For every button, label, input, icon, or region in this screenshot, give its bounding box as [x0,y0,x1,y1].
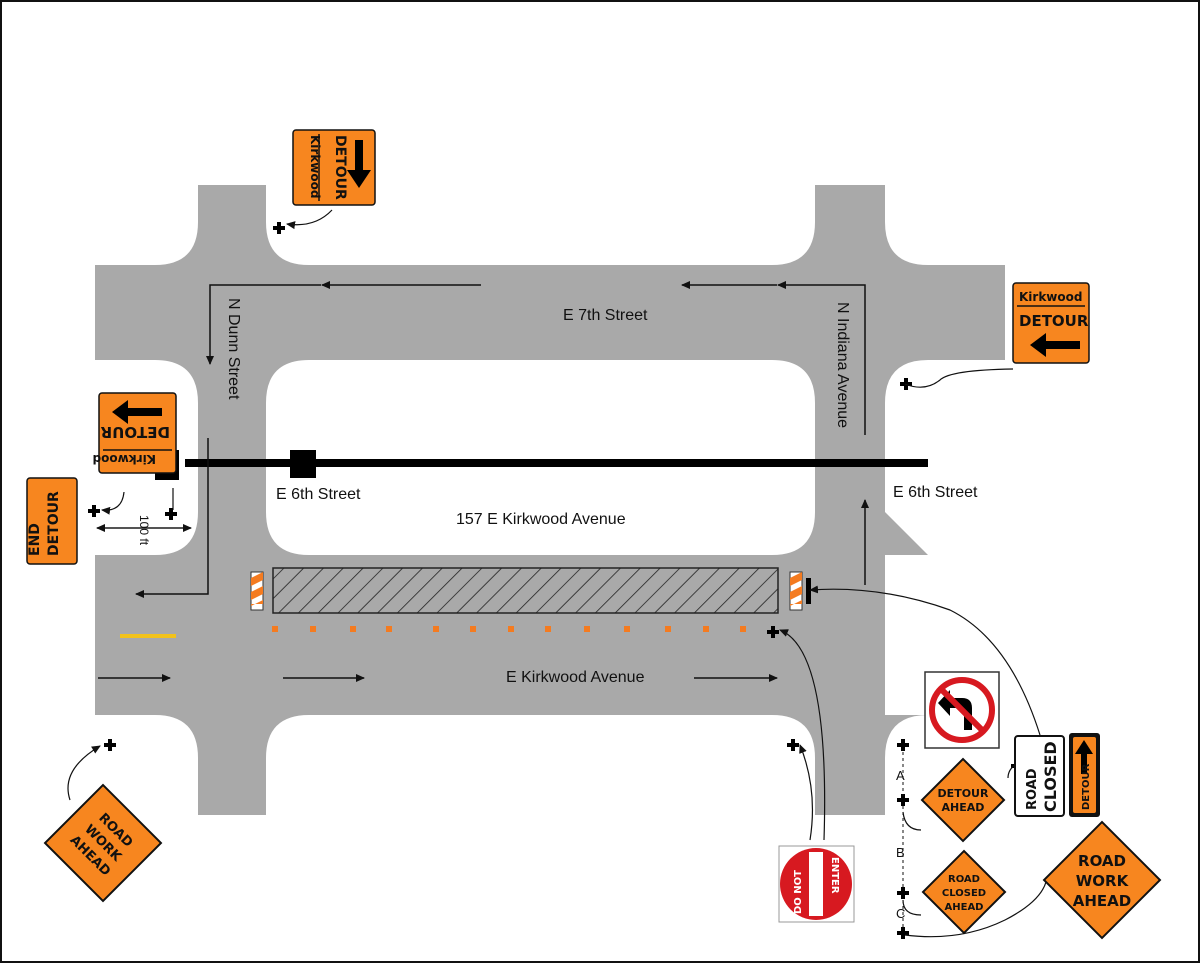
sign-main-text: DETOUR [100,423,170,441]
traffic-arrows [98,281,869,682]
cone-marker [350,626,356,632]
cone-marker [272,626,278,632]
label-address: 157 E Kirkwood Avenue [456,511,626,528]
sign-road-closed-ahead: ROAD CLOSED AHEAD [921,849,1007,935]
arrow-down-icon [347,140,371,188]
sign-main-text: DETOUR [1019,312,1089,330]
sign-line2: ENTER [829,857,840,894]
channelizing-cones [272,626,746,632]
sign-main-text: DETOUR [332,135,348,200]
arrow-left-icon [1030,333,1080,357]
road-n-indiana-avenue [815,185,885,815]
sign-top-text: Kirkwood [93,452,156,466]
cone-marker [584,626,590,632]
sign-end-detour: END DETOUR [26,477,78,565]
sign-post-icon [165,508,177,520]
cone-marker [665,626,671,632]
label-n-dunn-street: N Dunn Street [225,298,242,400]
label-spacing-b: B [896,845,905,860]
cone-marker [310,626,316,632]
cone-marker [386,626,392,632]
arrow-left-icon [112,400,162,424]
sign-line2: WORK [1076,872,1130,890]
label-spacing-c: C [896,906,905,921]
sign-line2: DETOUR [46,491,62,556]
sign-post-icon [104,739,116,751]
sign-road-work-ahead-right: ROAD WORK AHEAD [1042,820,1162,940]
work-zone-hatched [272,567,779,614]
cone-marker [545,626,551,632]
dimension-100ft: 100 ft [96,488,192,546]
type-3-barricade-left [250,571,264,611]
sign-post-icon [897,887,909,899]
sign-post-icon [897,927,909,939]
sign-line3: AHEAD [945,902,984,913]
sign-road-work-ahead-left: ROAD WORK AHEAD [43,783,163,903]
cone-marker [624,626,630,632]
sign-kirkwood-detour-flipped: DETOUR Kirkwood [93,392,177,474]
barricade-post [806,578,811,604]
sign-line2: AHEAD [942,801,985,814]
sign-detour-arrow: DETOUR [1069,733,1100,817]
sign-top-text: Kirkwood [308,135,322,198]
sign-post-icon [787,739,799,751]
label-e-6th-street-right: E 6th Street [893,484,978,501]
sign-road-closed: ROAD CLOSED [1014,735,1065,817]
label-100ft: 100 ft [137,515,151,546]
label-e-kirkwood-avenue: E Kirkwood Avenue [506,669,645,686]
sign-post-icon [273,222,285,234]
no-left-turn-icon [938,690,972,730]
cone-marker [508,626,514,632]
sign-no-left-turn [924,671,1000,749]
sign-kirkwood-detour-down: Kirkwood DETOUR [292,129,376,206]
arrow-up-icon [1075,740,1093,774]
sign-line1: DETOUR [938,787,989,800]
sign-line1: ROAD [1078,852,1126,870]
sign-detour-ahead: DETOUR AHEAD [920,757,1006,843]
sign-line2: CLOSED [942,888,986,899]
cone-marker [703,626,709,632]
sign-do-not-enter: DO NOT ENTER [778,845,855,923]
sign-line1: ROAD [1025,768,1040,810]
type-3-barricade-right [789,571,803,611]
sign-line3: AHEAD [1073,892,1131,910]
cone-marker [740,626,746,632]
e-6th-street-marker-left [290,450,316,478]
cone-marker [433,626,439,632]
sign-kirkwood-detour-left: Kirkwood DETOUR [1012,282,1090,364]
sign-post-icon [767,626,779,638]
sign-post-icon [897,794,909,806]
sign-line1: ROAD [948,874,980,885]
sign-text: DETOUR [1081,763,1092,810]
sign-post-icon [897,739,909,751]
label-n-indiana-avenue: N Indiana Avenue [834,302,851,428]
label-spacing-a: A [896,768,905,783]
sign-line2: CLOSED [1041,741,1060,812]
label-e-6th-street-left: E 6th Street [276,486,361,503]
sign-top-text: Kirkwood [1019,290,1082,304]
sign-line1: END [27,523,43,556]
label-e-7th-street: E 7th Street [563,307,648,324]
sign-post-icon [88,505,100,517]
cone-marker [470,626,476,632]
sign-line1: DO NOT [793,870,804,914]
